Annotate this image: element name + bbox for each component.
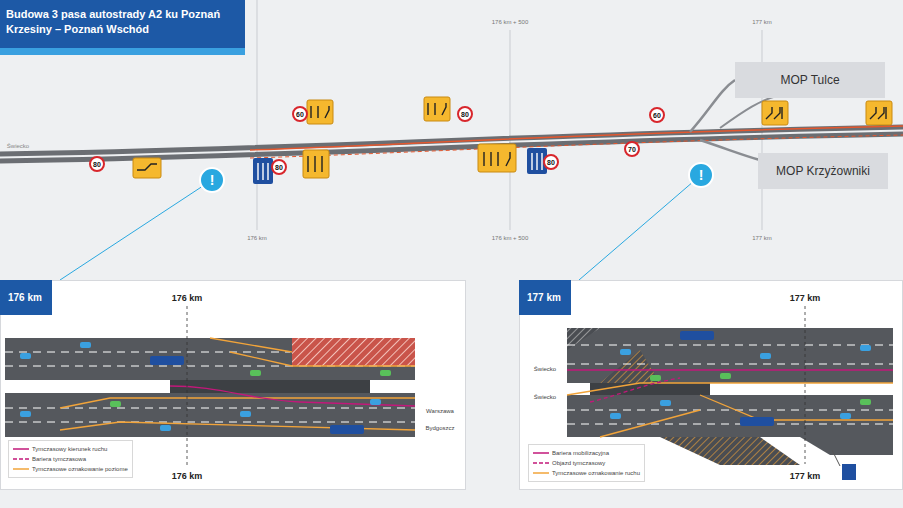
car xyxy=(150,356,184,365)
panel-ground xyxy=(0,280,466,490)
leader-line xyxy=(579,183,691,280)
info-callout: ! xyxy=(199,167,225,193)
map-label: 177 km xyxy=(788,471,823,482)
car xyxy=(660,400,671,406)
speed-limit: 80 xyxy=(275,164,283,171)
map-label: 177 km xyxy=(752,235,772,241)
map-label: Świecko xyxy=(534,366,556,372)
node-label: ! xyxy=(699,167,704,183)
legend-sample xyxy=(13,456,29,462)
car xyxy=(160,425,171,431)
rest-area-box: MOP Tulce xyxy=(735,62,885,98)
car xyxy=(860,399,871,405)
legend-row: Tymczasowe oznakowanie poziome xyxy=(13,464,128,474)
speed-limit: 60 xyxy=(296,111,304,118)
legend-sample xyxy=(13,446,29,452)
title-band: Budowa 3 pasa autostrady A2 ku Poznań Kr… xyxy=(0,0,245,48)
panel-tab: 177 km xyxy=(519,280,571,315)
legend-sample xyxy=(533,470,549,476)
speed-limit: 80 xyxy=(547,159,555,166)
panel-tab: 176 km xyxy=(0,280,52,315)
car xyxy=(110,401,121,407)
map-label: 177 km xyxy=(752,19,772,25)
legend-text: Tymczasowe oznakowanie ruchu xyxy=(552,470,640,476)
node-label: ! xyxy=(210,172,215,188)
map-label: 176 km + 500 xyxy=(492,235,529,241)
car xyxy=(610,413,621,419)
car xyxy=(240,411,251,417)
speed-limit-signs xyxy=(90,107,664,174)
cars xyxy=(20,331,871,434)
car xyxy=(330,425,364,434)
car xyxy=(620,349,631,355)
legend-row: Tymczasowe oznakowanie ruchu xyxy=(533,468,640,478)
car xyxy=(860,345,871,351)
map-label: Świecko xyxy=(534,394,556,400)
speed-limit: 60 xyxy=(653,112,661,119)
panel-ground xyxy=(519,280,903,490)
legend-text: Tymczasowe oznakowanie poziome xyxy=(32,466,128,472)
car xyxy=(80,342,91,348)
rest-area-box: MOP Krzyżowniki xyxy=(758,153,888,189)
legend: Bariera mobilizacyjnaObjazd tymczasowyTy… xyxy=(528,444,645,482)
car xyxy=(740,417,774,426)
speed-limit: 80 xyxy=(93,161,101,168)
car xyxy=(370,399,381,405)
km-ruler xyxy=(257,0,762,230)
speed-limit: 80 xyxy=(461,111,469,118)
map-label: 176 km xyxy=(170,471,205,482)
legend-text: Objazd tymczasowy xyxy=(552,460,605,466)
map-label: 176 km + 500 xyxy=(492,19,529,25)
car xyxy=(20,353,31,359)
car xyxy=(680,331,714,340)
car xyxy=(20,411,31,417)
legend-row: Bariera mobilizacyjna xyxy=(533,448,640,458)
node-label: MOP Tulce xyxy=(780,73,839,87)
car xyxy=(250,370,261,376)
car xyxy=(840,413,851,419)
map-label: 176 km xyxy=(170,293,205,304)
map-label: 177 km xyxy=(788,293,823,304)
legend-row: Tymczasowy kierunek ruchu xyxy=(13,444,128,454)
leader-line xyxy=(60,187,201,280)
legend-sample xyxy=(533,460,549,466)
map-label: 176 km xyxy=(247,235,267,241)
legend-sample xyxy=(533,450,549,456)
car xyxy=(720,373,731,379)
map-label: Świecko xyxy=(7,143,29,149)
legend: Tymczasowy kierunek ruchuBariera tymczas… xyxy=(8,440,133,478)
map-label: Warszawa xyxy=(424,407,456,415)
legend-text: Bariera mobilizacyjna xyxy=(552,450,609,456)
legend-text: Bariera tymczasowa xyxy=(32,456,86,462)
car xyxy=(650,375,661,381)
speed-limit: 70 xyxy=(628,146,636,153)
legend-text: Tymczasowy kierunek ruchu xyxy=(32,446,107,452)
car xyxy=(760,353,771,359)
legend-row: Objazd tymczasowy xyxy=(533,458,640,468)
legend-row: Bariera tymczasowa xyxy=(13,454,128,464)
title: Budowa 3 pasa autostrady A2 ku Poznań Kr… xyxy=(6,7,237,37)
info-callout: ! xyxy=(688,162,714,188)
node-label: MOP Krzyżowniki xyxy=(776,164,870,178)
road-signs xyxy=(133,97,892,184)
legend-sample xyxy=(13,466,29,472)
map-label: Bydgoszcz xyxy=(423,424,456,432)
title-strip xyxy=(0,48,245,55)
car xyxy=(380,370,391,376)
